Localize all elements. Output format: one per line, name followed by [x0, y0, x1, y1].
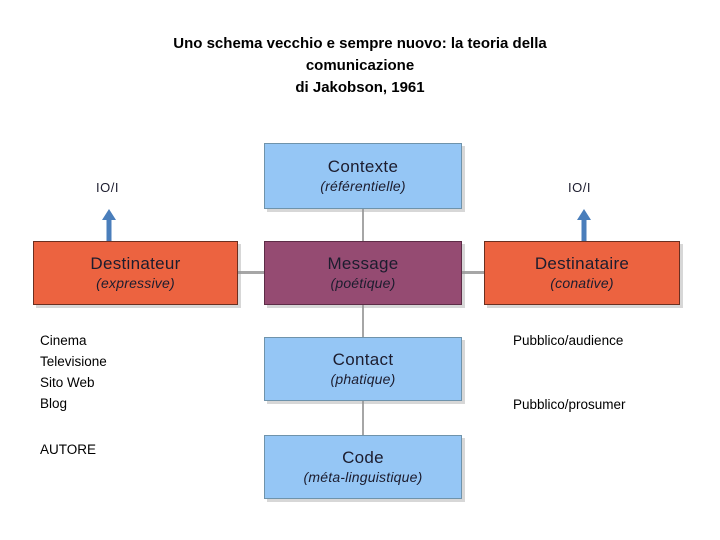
node-contact-subtitle: (phatique) — [330, 371, 396, 387]
connector-contact-code — [362, 400, 364, 436]
node-message-subtitle: (poétique) — [330, 275, 396, 291]
node-destinateur[interactable]: Destinateur (expressive) — [33, 241, 238, 305]
connector-message-destinataire — [461, 271, 485, 274]
annotation-autore-channels: Cinema Televisione Sito Web Blog — [40, 333, 107, 411]
title-line-2: comunicazione — [305, 57, 415, 74]
connector-destinateur-message — [237, 271, 265, 274]
node-contexte[interactable]: Contexte (référentielle) — [264, 143, 462, 209]
connector-message-contact — [362, 304, 364, 338]
node-destinateur-title: Destinateur — [90, 254, 181, 273]
arrow-up-icon-left — [102, 209, 116, 245]
node-contact[interactable]: Contact (phatique) — [264, 337, 462, 401]
node-contact-title: Contact — [332, 350, 394, 369]
annotation-pubblico-audience: Pubblico/audience — [513, 333, 624, 348]
label-ioi-left: IO/I — [96, 180, 119, 195]
node-message-title: Message — [327, 254, 399, 273]
title-line-1: Uno schema vecchio e sempre nuovo: la te… — [173, 35, 547, 52]
node-destinataire-title: Destinataire — [534, 254, 630, 273]
node-destinataire-subtitle: (conative) — [550, 275, 614, 291]
node-contexte-subtitle: (référentielle) — [320, 178, 406, 194]
node-code[interactable]: Code (méta-linguistique) — [264, 435, 462, 499]
node-code-subtitle: (méta-linguistique) — [303, 469, 423, 485]
node-contexte-title: Contexte — [327, 157, 399, 176]
annotation-pubblico-prosumer: Pubblico/prosumer — [513, 397, 626, 412]
annotation-autore-role: AUTORE — [40, 442, 97, 457]
node-destinateur-subtitle: (expressive) — [96, 275, 175, 291]
node-message[interactable]: Message (poétique) — [264, 241, 462, 305]
label-ioi-right: IO/I — [568, 180, 591, 195]
arrow-up-icon-right — [577, 209, 591, 245]
connector-contexte-message — [362, 209, 364, 242]
node-code-title: Code — [342, 448, 384, 467]
title-line-3: di Jakobson, 1961 — [295, 79, 425, 96]
node-destinataire[interactable]: Destinataire (conative) — [484, 241, 680, 305]
page-title: Uno schema vecchio e sempre nuovo: la te… — [60, 33, 660, 99]
